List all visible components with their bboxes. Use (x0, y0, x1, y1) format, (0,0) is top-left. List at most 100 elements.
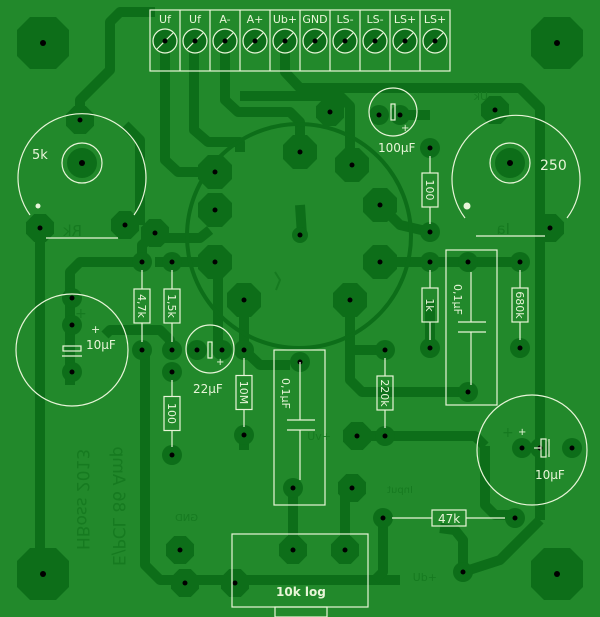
pot-rk-value: 5k (32, 148, 48, 163)
resistor-res-4k7: 4,7k (133, 270, 151, 342)
hole (297, 149, 303, 155)
hole (382, 347, 388, 353)
hole (232, 580, 238, 586)
pot-rk-pin1-dot (35, 203, 41, 209)
trace (357, 431, 489, 450)
hole (517, 345, 523, 351)
cap-22uf-body (207, 341, 213, 359)
hole (377, 259, 383, 265)
cap-100uf: + 100µF (368, 87, 418, 155)
hole (554, 571, 560, 577)
label-ub: +dU (413, 571, 437, 584)
terminal-label: A- (219, 13, 230, 26)
hole (282, 38, 288, 44)
hole (252, 38, 258, 44)
pot-volume-shaft (274, 606, 328, 617)
hole (194, 347, 200, 353)
cap-22uf-value: 22µF (193, 382, 223, 396)
hole (69, 322, 75, 328)
pot-ia-designator: Ia (496, 220, 510, 238)
resistor-res-10m: 10M (235, 358, 253, 427)
cap-100uf-value: 100µF (378, 141, 416, 155)
hole (152, 230, 158, 236)
label-uv: +vU (307, 430, 331, 443)
cap-100uf-plus: + (401, 123, 409, 134)
hole (241, 297, 247, 303)
hole (69, 369, 75, 375)
terminal-label: Uf (159, 13, 172, 26)
hole (212, 169, 218, 175)
hole (177, 547, 183, 553)
hole (465, 389, 471, 395)
hole (354, 433, 360, 439)
trace (140, 350, 400, 585)
hole (290, 485, 296, 491)
trace (189, 42, 245, 152)
hole (342, 38, 348, 44)
hole (554, 40, 560, 46)
resistor-value: 10M (237, 381, 250, 405)
terminal-screw: A+ (239, 10, 268, 71)
pot-ia: 250 Ia (451, 114, 581, 238)
cap-10uf-left: + 10µF + (15, 293, 129, 407)
hole (397, 112, 403, 118)
hole (349, 162, 355, 168)
trace (239, 300, 290, 370)
hole (40, 40, 46, 46)
cap-01uf-left: 0,1µF (273, 349, 326, 506)
hole (465, 259, 471, 265)
label-uk: Uk (473, 90, 488, 103)
hole (212, 207, 218, 213)
hole (77, 117, 83, 123)
resistor-value: 1k (423, 298, 436, 312)
hole (241, 432, 247, 438)
hole (569, 445, 575, 451)
pot-rk-designator: Rk (63, 222, 82, 240)
pot-rk-outline (17, 113, 147, 216)
hole (342, 547, 348, 553)
cap-01uf-right-value: 0,1µF (451, 284, 464, 315)
hole (427, 259, 433, 265)
hole (427, 145, 433, 151)
cap-10uf-right-plus: + (518, 427, 526, 438)
hole (380, 515, 386, 521)
hole (241, 347, 247, 353)
resistor-value: 220k (378, 379, 391, 407)
resistor-res-1k5: 1,5k (163, 270, 181, 342)
resistor-res-680k: 680k (511, 270, 529, 340)
label-title: E/PCL 86 Amp (108, 447, 128, 566)
terminal-screw: LS- (359, 10, 388, 71)
cap-01uf-left-outline (273, 349, 326, 506)
hole (349, 485, 355, 491)
tube-key-mark (274, 271, 282, 291)
terminal-screw: LS+ (419, 10, 448, 71)
resistor-value: 100 (423, 180, 436, 201)
hole (372, 38, 378, 44)
terminal-screw: LS+ (389, 10, 418, 71)
terminal-screw: Uf (179, 10, 208, 71)
hole (212, 259, 218, 265)
terminal-label: A+ (247, 13, 264, 26)
trace (371, 518, 388, 584)
terminal-label: LS+ (424, 13, 446, 26)
hole (512, 515, 518, 521)
trace (280, 42, 545, 520)
pot-ia-value: 250 (540, 158, 567, 174)
terminal-label: LS+ (394, 13, 416, 26)
hole (37, 225, 43, 231)
hole (169, 369, 175, 375)
pot-ia-outline (451, 114, 581, 219)
hole (182, 580, 188, 586)
terminal-screw: LS- (329, 10, 358, 71)
cap-10uf-right-copper-plus: + (502, 425, 514, 441)
hole (162, 38, 168, 44)
hole (297, 232, 303, 238)
hole (169, 452, 175, 458)
hole (169, 347, 175, 353)
hole (219, 347, 225, 353)
hole (427, 345, 433, 351)
mounting-holes (17, 17, 583, 600)
hole (517, 259, 523, 265)
